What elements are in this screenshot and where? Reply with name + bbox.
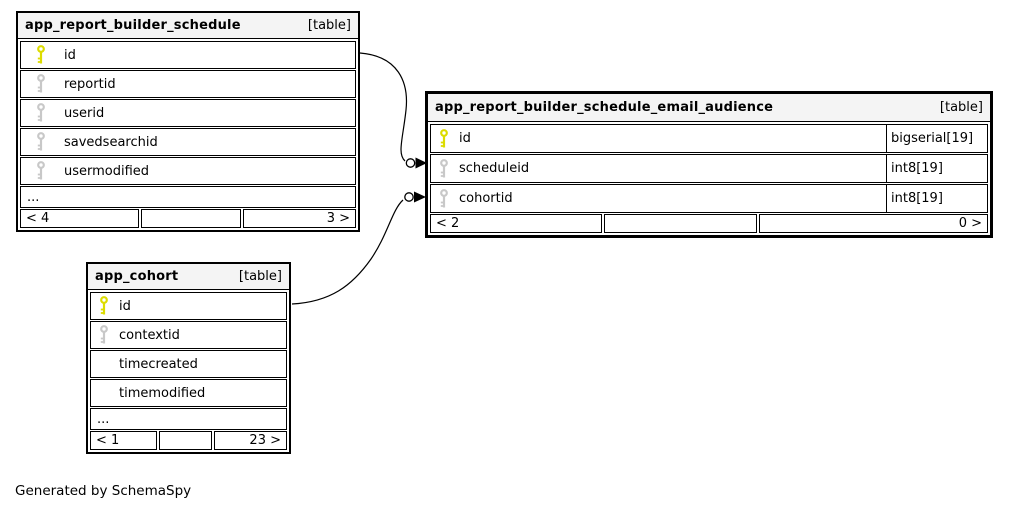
column-name: timecreated [119,356,198,372]
footer-spacer-cell [159,431,212,450]
primary-key-icon [37,45,45,64]
table-columns: id reportid userid savedsearchid usermod… [18,39,358,230]
foreign-key-icon [37,103,45,122]
table-header: app_report_builder_schedule_email_audien… [428,94,990,122]
type-divider [886,125,887,152]
generated-by-note: Generated by SchemaSpy [15,483,192,499]
foreign-key-icon [37,132,45,151]
parent-count: < 2 [430,214,602,233]
foreign-key-icon [440,188,448,207]
foreign-key-icon [37,161,45,180]
column-type: bigserial[19] [891,131,974,146]
column-name: cohortid [459,191,513,206]
child-count: 23 > [214,431,287,450]
fk-circle-icon [405,158,416,168]
table-type-badge: [table] [238,269,282,284]
fk-circle-icon [404,192,414,202]
column-name: contextid [119,327,180,343]
type-divider [886,155,887,182]
column-row: id [20,41,356,69]
relations-footer: < 1 23 > [90,431,287,450]
table-node-app-cohort[interactable]: app_cohort [table] id contextid timecrea… [86,262,291,454]
ellipsis-row: ... [90,408,287,430]
column-row: userid [20,99,356,127]
column-name: timemodified [119,385,206,401]
column-type: int8[19] [891,191,943,206]
column-row: id [90,292,287,320]
ellipsis-row: ... [20,186,356,208]
relations-footer: < 2 0 > [430,214,988,233]
column-row: savedsearchid [20,128,356,156]
table-node-app-report-builder-schedule[interactable]: app_report_builder_schedule [table] id r… [16,11,360,232]
table-header: app_cohort [table] [88,264,289,290]
column-name: usermodified [64,163,150,179]
foreign-key-icon [37,74,45,93]
table-type-badge: [table] [307,18,351,33]
table-type-badge: [table] [939,100,983,115]
column-name: id [459,131,471,146]
table-name: app_report_builder_schedule_email_audien… [435,100,774,115]
foreign-key-icon [440,158,448,177]
table-columns: id bigserial[19] scheduleid int8[19] coh… [428,122,990,235]
column-row: timecreated [90,350,287,378]
footer-spacer-cell [604,214,757,233]
child-count: 3 > [243,209,356,228]
column-name: userid [64,105,105,121]
column-row: cohortid int8[19] [430,184,988,213]
table-columns: id contextid timecreated timemodified ..… [88,290,289,452]
fk-connector-schedule-id-to-scheduleid [359,52,427,169]
parent-count: < 1 [90,431,157,450]
column-row: contextid [90,321,287,349]
type-divider [886,185,887,212]
column-row: id bigserial[19] [430,124,988,153]
child-count: 0 > [759,214,988,233]
column-name: id [119,298,131,314]
parent-count: < 4 [20,209,139,228]
table-name: app_cohort [95,269,179,284]
relations-footer: < 4 3 > [20,209,356,228]
column-name: savedsearchid [64,134,158,150]
foreign-key-icon [100,325,108,344]
table-node-app-report-builder-schedule-email-audience[interactable]: app_report_builder_schedule_email_audien… [425,91,993,238]
column-name: reportid [64,76,116,92]
table-header: app_report_builder_schedule [table] [18,13,358,39]
table-name: app_report_builder_schedule [25,18,241,33]
column-row: scheduleid int8[19] [430,154,988,183]
column-row: reportid [20,70,356,98]
primary-key-icon [100,296,108,315]
column-type: int8[19] [891,161,943,176]
column-row: timemodified [90,379,287,407]
column-name: scheduleid [459,161,530,176]
column-name: id [64,47,76,63]
column-row: usermodified [20,157,356,185]
footer-spacer-cell [141,209,241,228]
primary-key-icon [440,128,448,147]
